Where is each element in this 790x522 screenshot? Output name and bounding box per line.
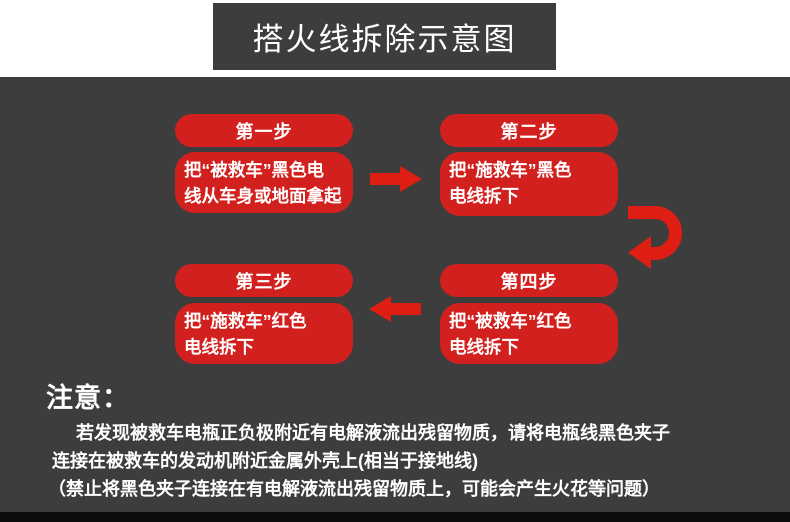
right-arrow-icon [370, 166, 422, 192]
page-title: 搭火线拆除示意图 [252, 22, 517, 57]
note-line-1: 若发现被救车电瓶正负极附近有电解液流出残留物质，请将电瓶线黑色夹子 [76, 423, 670, 443]
step-3-label: 第三步 [235, 271, 293, 292]
diagram-panel [0, 77, 790, 512]
step-1-description: 把“被救车”黑色电 线从车身或地面拿起 [175, 152, 353, 213]
step-2-description: 把“施救车”黑色 电线拆下 [440, 152, 618, 216]
step-4-line-1: 把“被救车”红色 [449, 311, 572, 331]
step-4-description: 把“被救车”红色 电线拆下 [440, 303, 618, 364]
step-1-label: 第一步 [235, 121, 293, 142]
note-line-3: （禁止将黑色夹子连接在有电解液流出残留物质上，可能会产生火花等问题） [48, 479, 660, 499]
step-4-label-pill: 第四步 [440, 264, 618, 297]
step-3-line-1: 把“施救车”红色 [184, 311, 307, 331]
step-2-label: 第二步 [500, 121, 558, 142]
note-line-2: 连接在被救车的发动机附近金属外壳上(相当于接地线) [52, 451, 478, 471]
note-heading: 注意： [46, 383, 130, 413]
step-1-line-2: 线从车身或地面拿起 [184, 186, 342, 206]
step-3-description: 把“施救车”红色 电线拆下 [175, 303, 353, 364]
step-1-line-1: 把“被救车”黑色电 [184, 160, 324, 180]
title-banner: 搭火线拆除示意图 [213, 3, 556, 70]
step-4-label: 第四步 [500, 271, 558, 292]
step-4-line-2: 电线拆下 [449, 337, 519, 357]
left-arrow-icon [369, 296, 421, 322]
step-2-line-2: 电线拆下 [449, 186, 519, 206]
step-2-label-pill: 第二步 [440, 114, 618, 147]
step-1-label-pill: 第一步 [175, 114, 353, 147]
step-2-line-1: 把“施救车”黑色 [449, 160, 572, 180]
u-turn-down-arrow-icon [628, 206, 682, 269]
step-3-label-pill: 第三步 [175, 264, 353, 297]
footer-bar [0, 512, 790, 522]
step-3-line-2: 电线拆下 [184, 337, 254, 357]
